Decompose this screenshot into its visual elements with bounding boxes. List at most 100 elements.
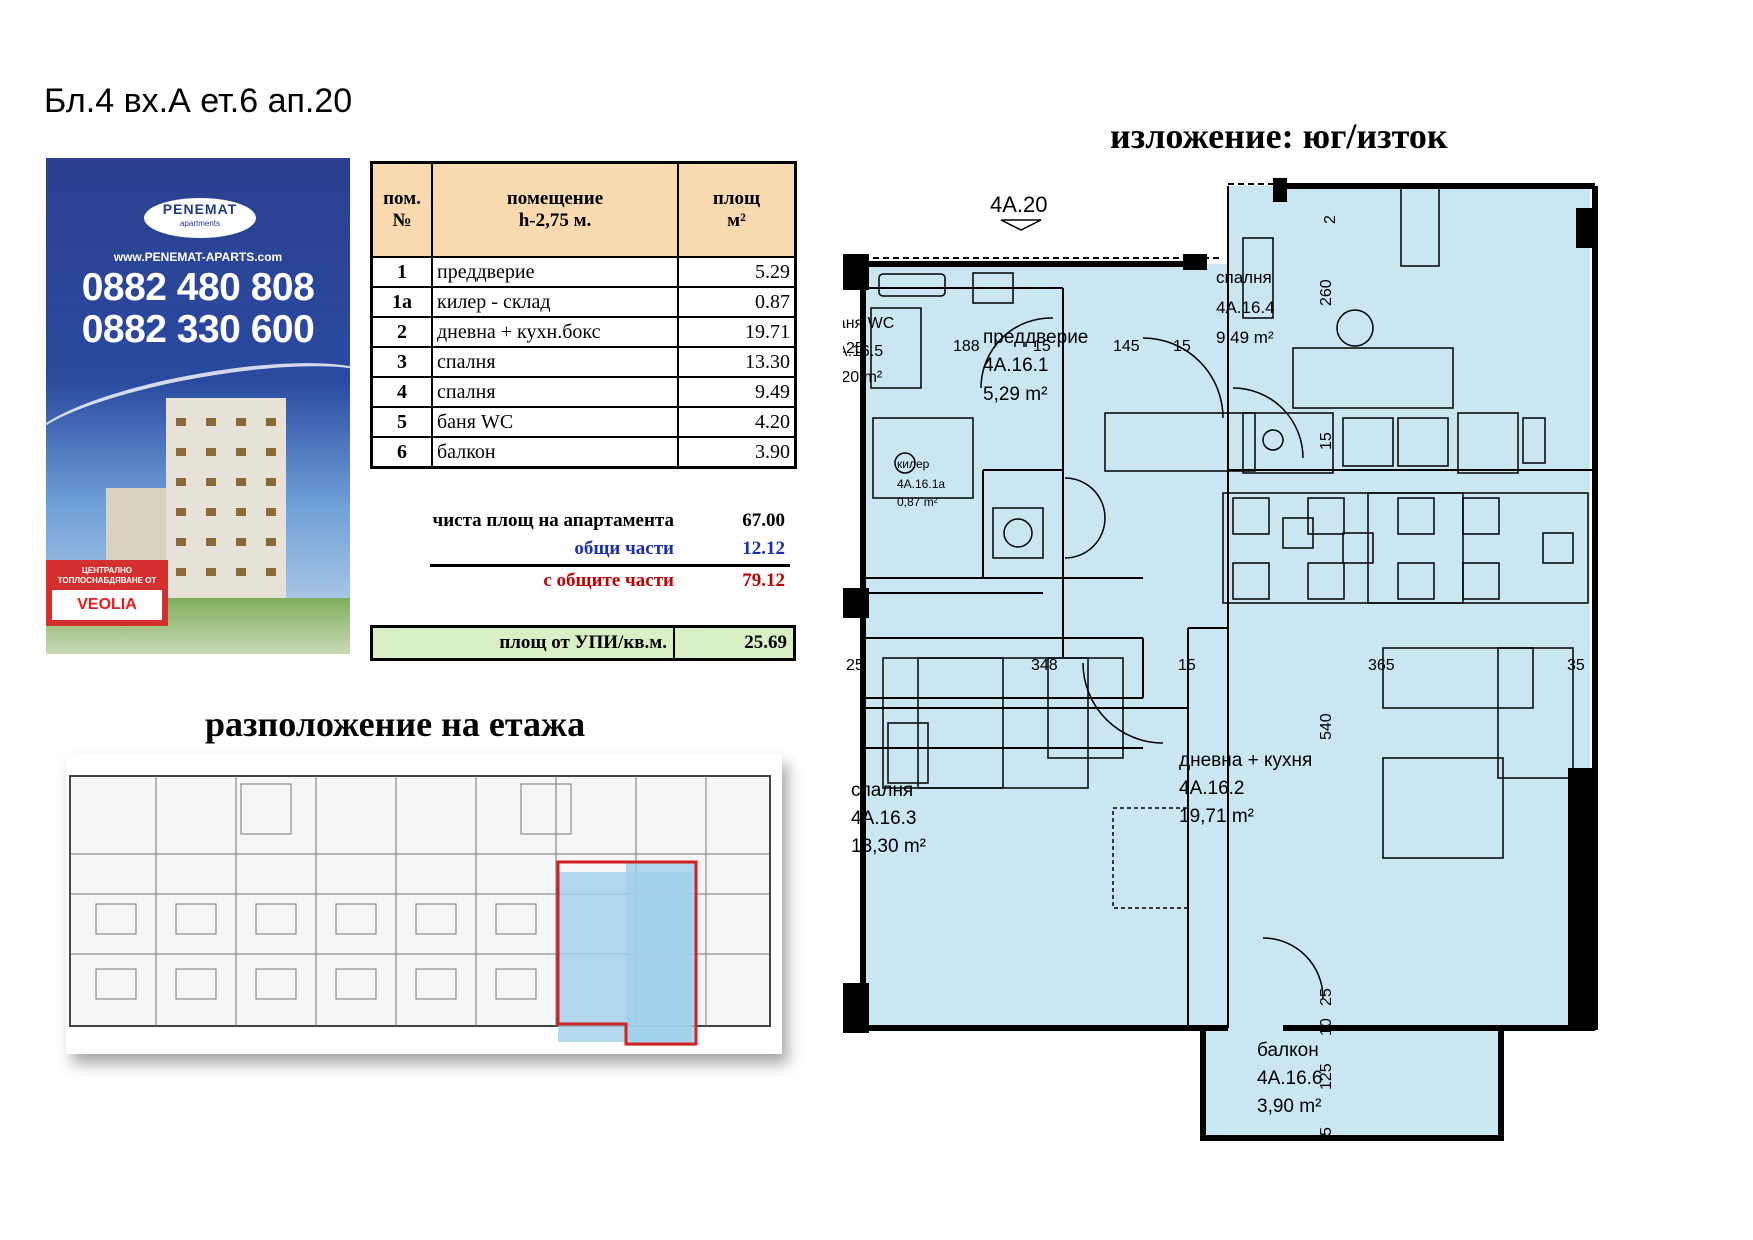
room-number: 6 <box>370 436 433 469</box>
dim-540: 540 <box>1318 713 1335 740</box>
room-number: 3 <box>370 346 433 378</box>
bedroom-large-name: спалня <box>851 780 913 801</box>
hall-area: 5,29 m² <box>983 384 1047 405</box>
floor-layout-image <box>66 754 782 1054</box>
dim-15-c: 15 <box>1318 432 1335 450</box>
header-room-line2: h-2,75 м. <box>518 210 592 231</box>
storage-name: килер <box>897 457 930 471</box>
room-area: 19.71 <box>677 316 797 348</box>
header-number-line1: пом. <box>383 188 421 209</box>
bedroom-large-area: 13,30 m² <box>851 836 926 857</box>
header-number-line2: № <box>392 210 412 231</box>
veolia-logo: VEOLIA <box>52 590 162 620</box>
floor-layout-heading: разположение на етажа <box>205 704 586 744</box>
room-area: 5.29 <box>677 256 797 288</box>
room-area: 0.87 <box>677 286 797 318</box>
apartment-floor-plan: 4А.20 спалня 4А.16.4 9,49 m² баня WC 4А.… <box>843 178 1598 1141</box>
advertisement-banner: PENEMAT apartments www.PENEMAT-APARTS.co… <box>46 158 350 654</box>
room-name: баня WC <box>431 406 679 438</box>
upi-area-label: площ от УПИ/кв.м. <box>373 628 675 658</box>
dim-260: 260 <box>1318 279 1335 306</box>
brand-logo-subtext: apartments <box>179 219 221 228</box>
room-area: 4.20 <box>677 406 797 438</box>
dim-35: 35 <box>1567 657 1585 674</box>
dim-2: 2 <box>1322 215 1339 224</box>
upi-area-box: площ от УПИ/кв.м. 25.69 <box>370 625 796 661</box>
balcony-name: балкон <box>1257 1040 1319 1061</box>
page-title: Бл.4 вх.А ет.6 ап.20 <box>44 82 353 120</box>
balcony-area: 3,90 m² <box>1257 1096 1321 1117</box>
entrance-arrow-icon <box>1000 219 1042 231</box>
room-number: 1а <box>370 286 433 318</box>
dim-10: 10 <box>1318 1018 1335 1036</box>
room-name: килер - склад <box>431 286 679 318</box>
bedroom-small-area: 9,49 m² <box>1216 328 1274 347</box>
room-name: спалня <box>431 376 679 408</box>
room-number: 1 <box>370 256 433 288</box>
header-room-number: пом.№ <box>370 161 433 258</box>
bath-code: 4А.16.5 <box>843 343 883 360</box>
dim-15-b: 15 <box>1173 338 1191 355</box>
building-illustration <box>166 398 286 628</box>
bedroom-small-code: 4А.16.4 <box>1216 298 1275 317</box>
orientation-heading: изложение: юг/изток <box>1110 116 1448 156</box>
room-name: балкон <box>431 436 679 469</box>
bath-name: баня WC <box>843 315 894 332</box>
dim-25-bottom: 25 <box>1318 988 1335 1006</box>
dim-25-mid: 25 <box>846 657 864 674</box>
storage-code: 4А.16.1а <box>897 477 945 491</box>
room-number: 4 <box>370 376 433 408</box>
room-area: 3.90 <box>677 436 797 469</box>
hall-name: преддверие <box>983 327 1088 348</box>
bath-area: 4,20 m² <box>843 369 883 386</box>
common-area-value: 12.12 <box>742 538 785 559</box>
storage-area: 0,87 m² <box>897 495 938 509</box>
dim-365: 365 <box>1368 657 1395 674</box>
bedroom-small-name: спалня <box>1216 268 1272 287</box>
living-code: 4А.16.2 <box>1179 778 1245 799</box>
living-area: 19,71 m² <box>1179 806 1254 827</box>
header-area-line2: м² <box>727 210 746 231</box>
floor-layout-drawing <box>69 775 771 1046</box>
dim-15-a: 15 <box>1033 338 1051 355</box>
net-area-label: чиста площ на апартамента <box>432 510 674 531</box>
dim-188: 188 <box>953 338 980 355</box>
room-number: 5 <box>370 406 433 438</box>
room-area: 9.49 <box>677 376 797 408</box>
room-name: дневна + кухн.бокс <box>431 316 679 348</box>
hall-code: 4А.16.1 <box>983 355 1049 376</box>
brand-logo: PENEMAT apartments <box>144 198 256 238</box>
living-name: дневна + кухня <box>1179 750 1312 771</box>
dim-125: 125 <box>1318 1063 1335 1090</box>
total-area-label: с общите части <box>543 570 674 591</box>
room-name: преддверие <box>431 256 679 288</box>
phone-number-2: 0882 330 600 <box>81 308 315 351</box>
balcony-code: 4А.16.6 <box>1257 1068 1323 1089</box>
upi-area-value: 25.69 <box>744 632 787 653</box>
common-area-label: общи части <box>574 538 674 559</box>
brand-logo-text: PENEMAT <box>162 201 238 217</box>
bedroom-large-code: 4А.16.3 <box>851 808 917 829</box>
room-name: спалня <box>431 346 679 378</box>
header-area-line1: площ <box>712 188 761 209</box>
dim-348: 348 <box>1031 657 1058 674</box>
room-number: 2 <box>370 316 433 348</box>
dim-145: 145 <box>1113 338 1140 355</box>
net-area-value: 67.00 <box>742 510 785 531</box>
total-area-value: 79.12 <box>742 570 785 591</box>
room-area: 13.30 <box>677 346 797 378</box>
phone-number-1: 0882 480 808 <box>81 266 315 309</box>
website-text: www.PENEMAT-APARTS.com <box>113 250 283 264</box>
dim-5: 5 <box>1318 1127 1335 1136</box>
dim-25-top: 25 <box>846 340 864 357</box>
